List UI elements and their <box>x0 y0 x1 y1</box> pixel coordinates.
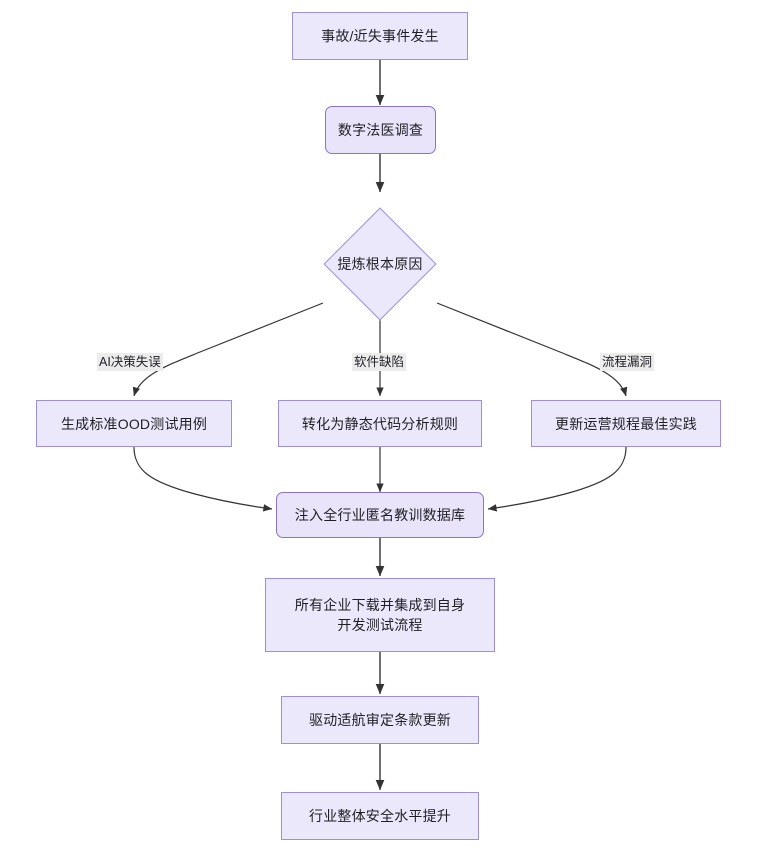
node-digital-forensics[interactable]: 数字法医调查 <box>325 106 436 154</box>
node-root-cause-decision-label: 提炼根本原因 <box>337 256 423 272</box>
edge-rootcause-to-sopupdate <box>436 302 628 397</box>
edge-sopupdate-to-database <box>487 446 627 512</box>
node-incident-occurrence[interactable]: 事故/近失事件发生 <box>292 12 468 60</box>
node-generate-ood-testcases[interactable]: 生成标准OOD测试用例 <box>36 400 232 447</box>
node-airworthiness-clause-update[interactable]: 驱动适航审定条款更新 <box>281 696 479 744</box>
node-update-sop-best-practices[interactable]: 更新运营规程最佳实践 <box>531 400 721 447</box>
edge-ood-to-database <box>133 446 273 512</box>
node-industry-safety-improvement[interactable]: 行业整体安全水平提升 <box>281 792 479 840</box>
edge-label-process-gap: 流程漏洞 <box>600 353 655 371</box>
edge-rootcause-to-ood <box>132 302 324 397</box>
edge-label-software-defect: 软件缺陷 <box>352 353 407 371</box>
edge-label-ai-decision-error: AI决策失误 <box>97 353 163 371</box>
node-industry-lessons-database[interactable]: 注入全行业匿名教训数据库 <box>276 492 484 538</box>
node-enterprise-integration[interactable]: 所有企业下载并集成到自身 开发测试流程 <box>265 578 495 652</box>
node-static-code-analysis-rules[interactable]: 转化为静态代码分析规则 <box>278 400 482 447</box>
